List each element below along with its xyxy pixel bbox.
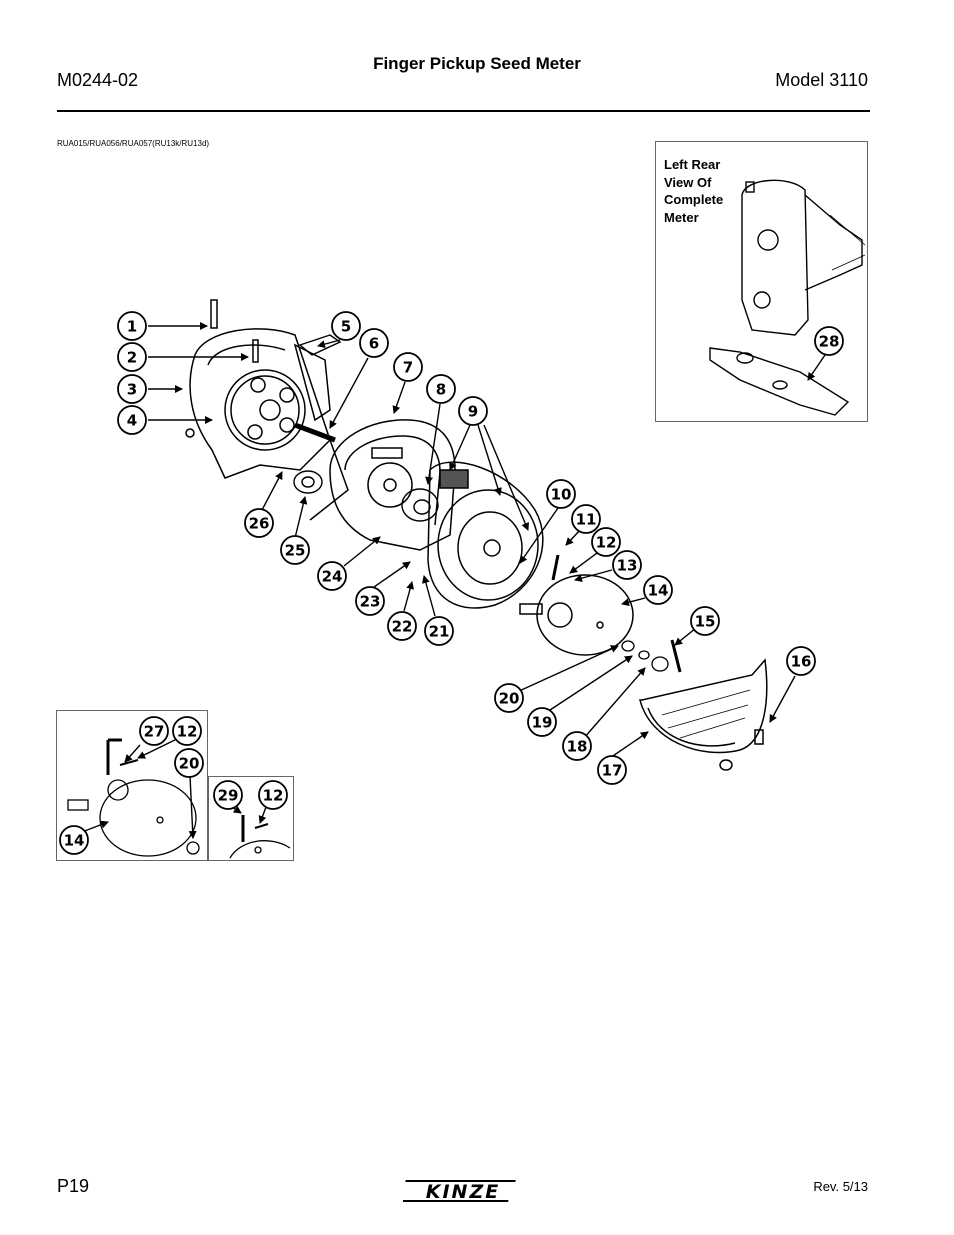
callout-7: 7 [393,352,423,382]
wiper-brush-drawing [298,334,342,356]
callout-25: 25 [280,535,310,565]
small-parts-drawing [621,639,682,673]
svg-text:6: 6 [369,335,379,353]
callout-24: 24 [317,561,347,591]
reference-code: RUA015/RUA056/RUA057(RU13k/RU13d) [57,139,210,148]
seed-housing-drawing [639,658,768,771]
svg-text:5: 5 [341,318,351,336]
callout-inset-b-12: 12 [258,780,288,810]
inset-finger-detail-box [56,710,208,861]
page-number: P19 [57,1176,90,1196]
drive-hub-drawing [401,488,439,522]
inset-rear-view-box [655,141,868,422]
callout-21: 21 [424,616,454,646]
svg-text:20: 20 [179,755,200,773]
svg-text:14: 14 [64,832,85,850]
svg-text:12: 12 [596,534,617,552]
svg-text:7: 7 [403,359,413,377]
svg-text:9: 9 [468,403,478,421]
callout-8: 8 [426,374,456,404]
svg-text:28: 28 [819,333,840,351]
inset-label-line: View Of [664,174,712,190]
svg-text:24: 24 [322,568,343,586]
svg-text:8: 8 [436,381,446,399]
svg-text:2: 2 [127,349,137,367]
svg-text:4: 4 [127,412,137,430]
callout-12: 12 [591,527,621,557]
svg-text:22: 22 [392,618,413,636]
callout-inset-12: 12 [172,716,202,746]
spring-detail-drawing [229,815,291,859]
inset-label-line: Meter [664,209,699,225]
callout-20: 20 [494,683,524,713]
page-title: Finger Pickup Seed Meter [373,54,581,73]
svg-text:3: 3 [127,381,137,399]
callout-11: 11 [571,504,601,534]
svg-text:13: 13 [617,557,638,575]
callout-26: 26 [244,508,274,538]
callout-4: 4 [117,405,147,435]
svg-text:19: 19 [532,714,553,732]
revision-date: Rev. 5/13 [813,1179,868,1194]
callout-inset-27: 27 [139,716,169,746]
svg-text:14: 14 [648,582,669,600]
svg-text:12: 12 [263,787,284,805]
meter-housing-drawing [185,299,349,521]
callout-2: 2 [117,342,147,372]
bushing-drawing [293,470,323,494]
svg-text:1: 1 [127,318,137,336]
callout-19: 19 [527,707,557,737]
svg-text:18: 18 [567,738,588,756]
callout-13: 13 [612,550,642,580]
callout-16: 16 [786,646,816,676]
header-rule [57,110,870,112]
svg-text:29: 29 [218,787,239,805]
svg-text:27: 27 [144,723,165,741]
svg-text:20: 20 [499,690,520,708]
callout-inset-14: 14 [59,825,89,855]
model-number: Model 3110 [775,70,868,90]
callout-10: 10 [546,479,576,509]
callout-14: 14 [643,575,673,605]
backing-plate-drawing [329,419,456,551]
callout-22: 22 [387,611,417,641]
callout-inset-20: 20 [174,748,204,778]
inset-label-line: Complete [664,192,724,207]
svg-text:12: 12 [177,723,198,741]
svg-text:26: 26 [249,515,270,533]
callout-17: 17 [597,755,627,785]
callout-1: 1 [117,311,147,341]
inset-rear-view-label: Left Rear View Of Complete Meter [664,156,744,226]
svg-text:25: 25 [285,542,306,560]
kinze-logo: KINZE [403,1180,516,1203]
document-id: M0244-02 [57,70,139,90]
callout-5: 5 [331,311,361,341]
svg-text:KINZE: KINZE [426,1181,500,1203]
svg-text:10: 10 [551,486,572,504]
svg-text:15: 15 [695,613,716,631]
inset-label-line: Left Rear [664,157,721,172]
callout-15: 15 [690,606,720,636]
callout-9: 9 [458,396,488,426]
svg-text:11: 11 [576,511,597,529]
leader-lines [81,322,826,839]
svg-text:21: 21 [429,623,450,641]
finger-detail-drawing [67,738,200,857]
inset-spring-detail-box [208,776,294,861]
finger-plate-drawing [427,461,544,609]
svg-text:16: 16 [791,653,812,671]
rear-view-meter-drawing [709,179,866,416]
callout-6: 6 [359,328,389,358]
callout-inset-29: 29 [213,780,243,810]
callout-23: 23 [355,586,385,616]
callout-18: 18 [562,731,592,761]
callout-3: 3 [117,374,147,404]
svg-text:17: 17 [602,762,623,780]
svg-text:23: 23 [360,593,381,611]
callout-28: 28 [814,326,844,356]
cover-plate-drawing [519,554,634,656]
